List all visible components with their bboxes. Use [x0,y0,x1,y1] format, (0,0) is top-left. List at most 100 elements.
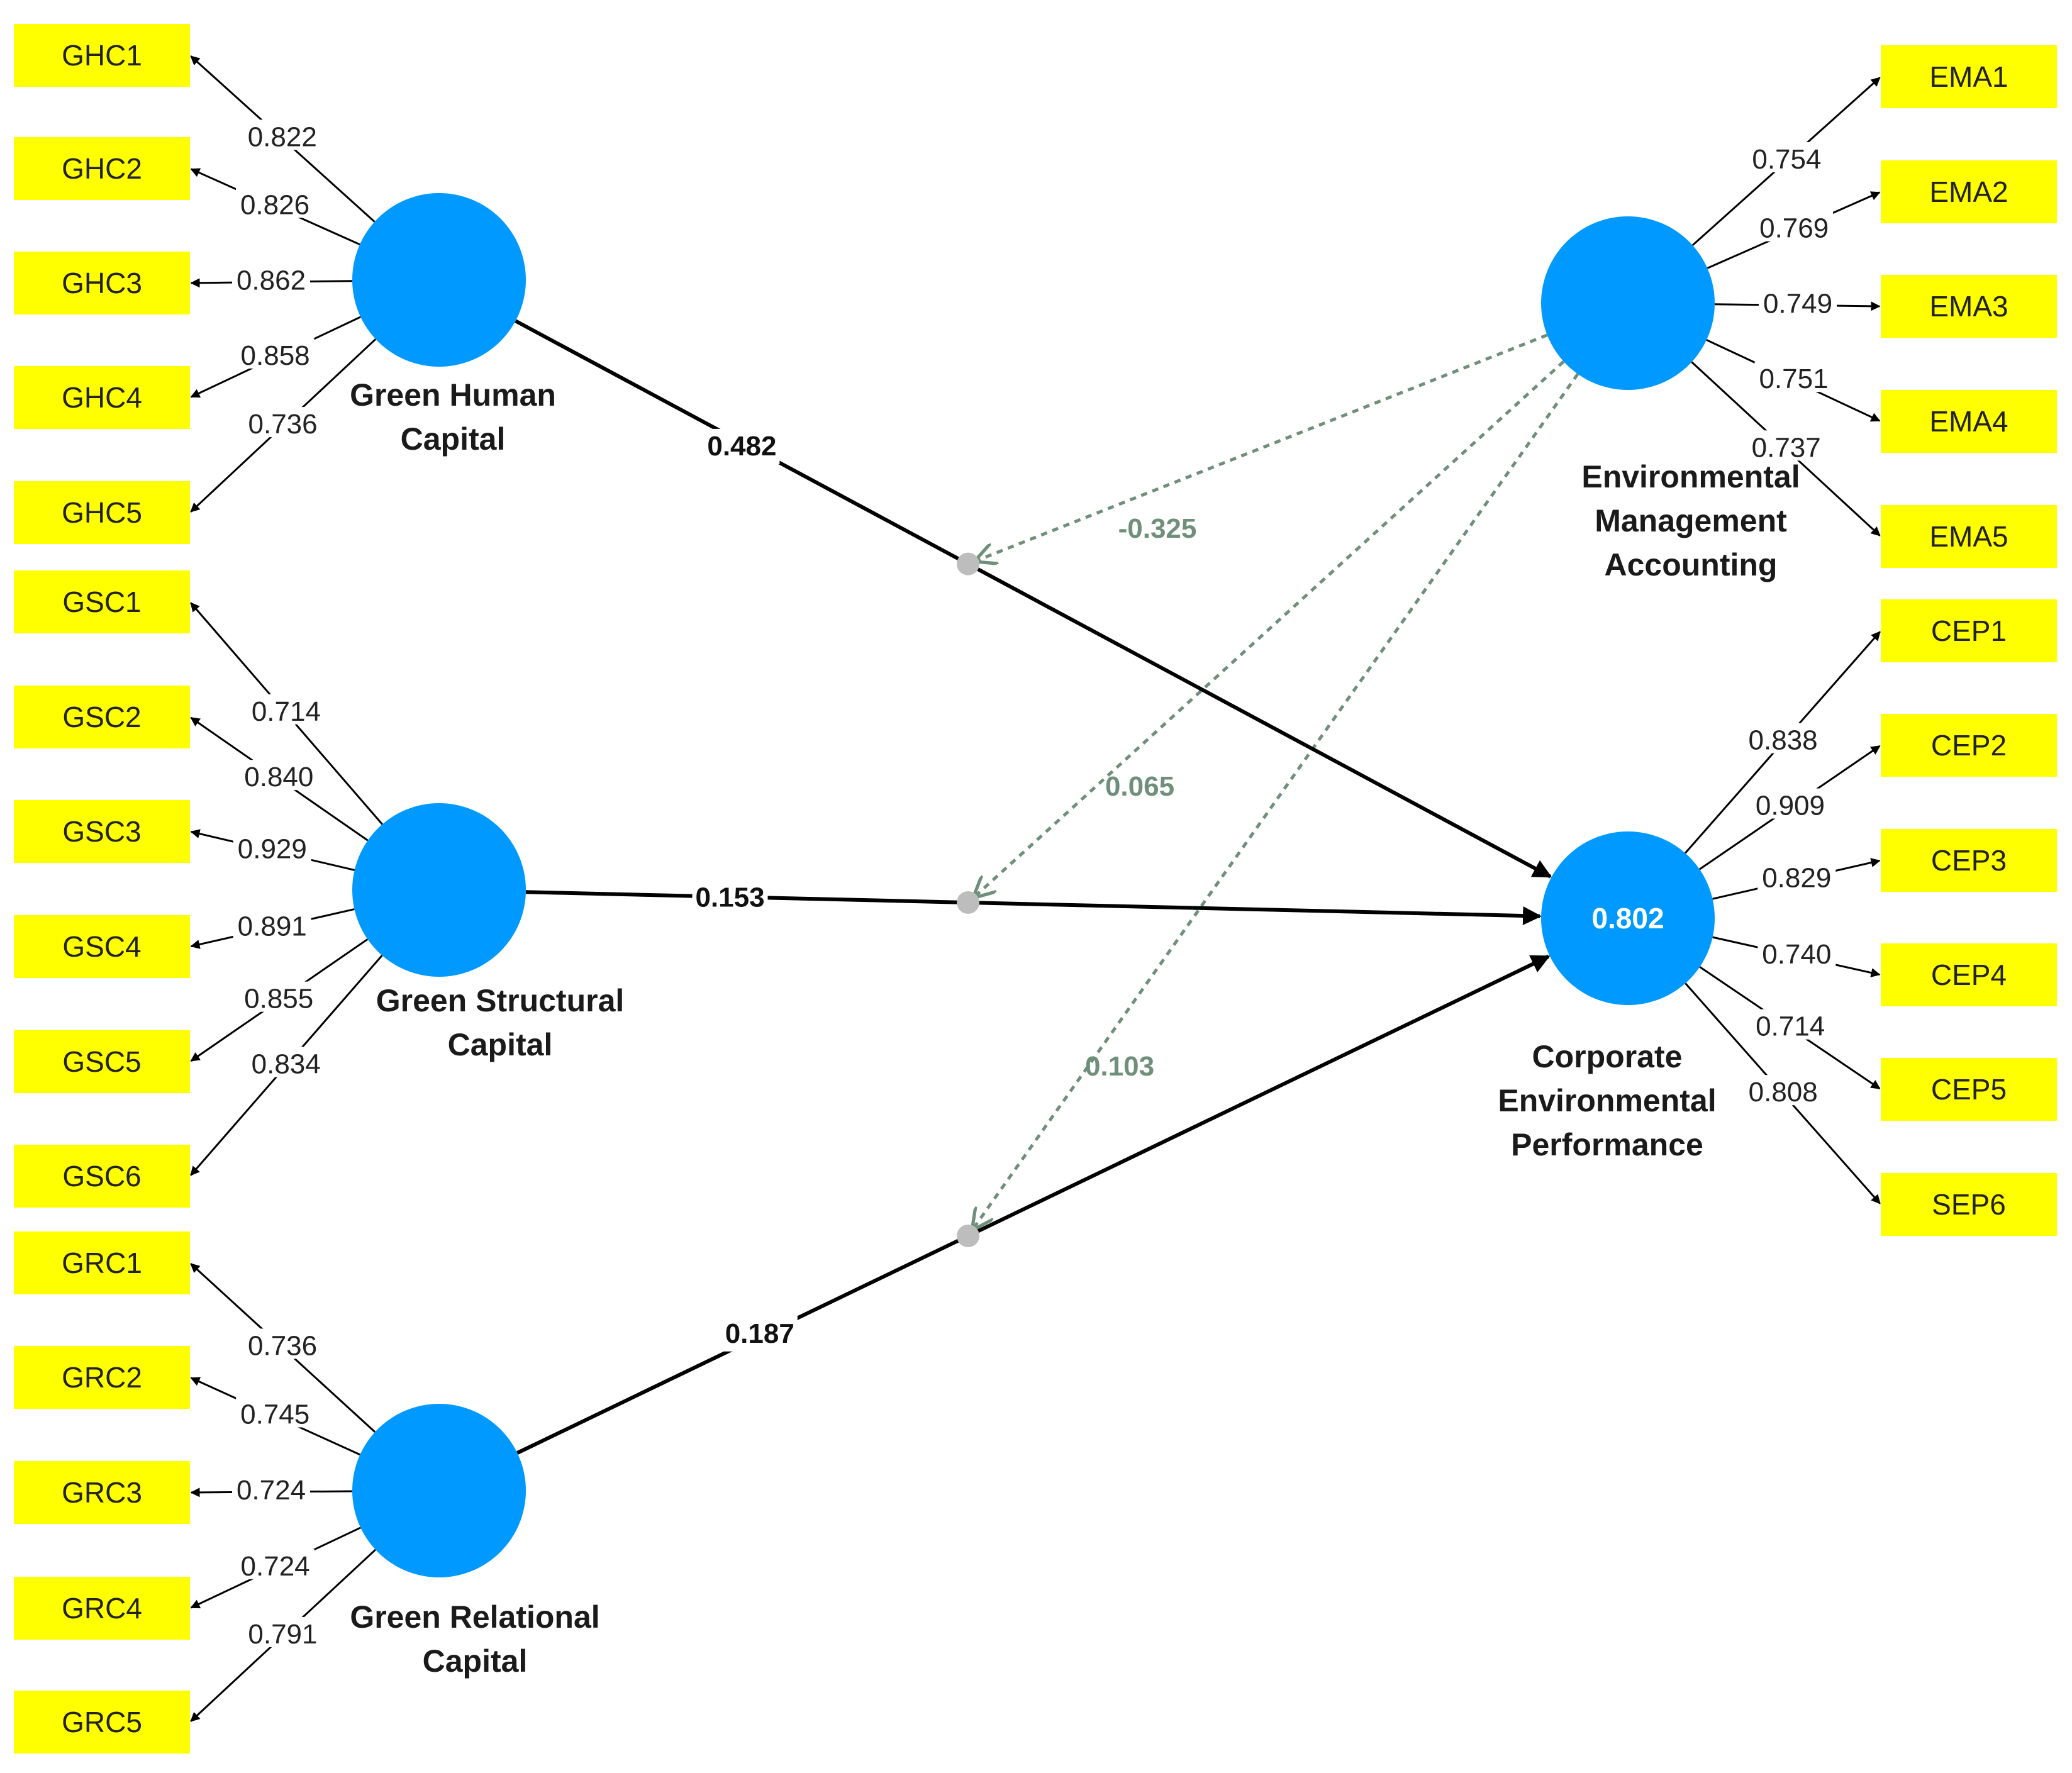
construct-name-ghc: Capital [401,421,506,457]
loading-label-bg [243,119,321,150]
indicator-box-ghc5 [14,481,190,544]
loading-label-bg [232,1473,311,1504]
indicator-label: GHC1 [62,39,142,72]
indicator-label: CEP2 [1931,729,2007,762]
indicator-label: SEP6 [1932,1188,2006,1221]
structural-paths-layer [515,319,1552,1455]
construct-name-gsc: Green Structural [376,983,625,1018]
loading-value: 0.736 [248,1330,317,1361]
loading-value: 0.736 [248,409,318,440]
construct-name-grc: Green Relational [350,1599,599,1635]
loading-value: 0.740 [1762,939,1831,970]
loading-label-bg [243,1328,322,1359]
indicator-box-ema4 [1881,390,2057,453]
indicator-label: EMA5 [1929,520,2008,553]
moderation-ema-on-ghc [976,333,1548,561]
indicator-label: GSC6 [62,1160,141,1192]
construct-name-gsc: Capital [448,1027,553,1062]
construct-name-ema: Environmental [1581,459,1800,494]
indicator-box-ema2 [1881,160,2057,223]
loading-label-bg [1757,937,1836,968]
indicator-box-grc5 [14,1691,190,1754]
loading-value: 0.855 [244,984,313,1014]
loading-value: 0.714 [252,696,321,727]
loading-label-bg [236,338,315,369]
indicator-box-cep2 [1881,714,2057,777]
loading-label-bg [233,909,311,940]
loading-value: 0.862 [237,265,306,296]
loading-label-bg [1747,142,1826,172]
construct-cep [1541,831,1715,1005]
loading-value: 0.826 [240,189,309,220]
path-gsc-cep [525,890,1542,926]
indicator-box-gsc6 [14,1145,190,1208]
construct-name-cep: Environmental [1498,1083,1716,1118]
indicator-box-grc2 [14,1346,190,1409]
indicator-box-gsc5 [14,1030,190,1093]
loading-label-bg [247,694,325,725]
moderation-ema-on-gsc [974,360,1565,897]
labels-layer: 0.4820.1530.187-0.3250.0650.103GHC10.822… [62,39,2008,1738]
indicator-box-gsc4 [14,915,190,978]
loading-value: 0.751 [1759,364,1828,394]
loading-value: 0.822 [248,121,317,152]
loading-value: 0.749 [1763,288,1832,319]
indicator-box-ema3 [1881,275,2057,338]
loading-label-bg [1757,860,1836,891]
moderation-ema-on-grc [973,373,1579,1229]
indicator-label: GRC3 [62,1476,142,1509]
construct-name-ghc: Green Human [350,377,556,413]
indicator-label: EMA1 [1929,60,2008,93]
construct-name-grc: Capital [423,1643,528,1679]
indicator-box-cep4 [1881,943,2057,1006]
loading-value: 0.929 [238,834,307,865]
indicator-label: GSC1 [62,586,141,618]
loading-value: 0.838 [1749,725,1818,756]
loading-value: 0.714 [1756,1011,1825,1042]
indicator-label: GHC2 [62,152,142,185]
indicator-box-grc1 [14,1231,190,1294]
loading-label-bg [233,831,311,862]
loading-label-bg [1751,1009,1830,1040]
indicator-label: GHC4 [62,381,142,414]
loading-label-bg [1744,1075,1822,1106]
construct-ema [1541,216,1715,390]
loading-value: 0.769 [1759,213,1829,244]
loading-label-bg [243,407,322,438]
indicator-label: GRC5 [62,1706,142,1738]
indicator-label: EMA2 [1929,175,2008,208]
indicator-label: CEP1 [1931,614,2007,647]
indicator-label: CEP4 [1931,959,2007,991]
moderation-dot-ghc [957,552,980,575]
path-coefficient-bg [704,428,780,464]
loading-label-bg [240,760,318,791]
moderation-dot-gsc [957,891,980,914]
indicator-box-cep3 [1881,829,2057,892]
indicator-box-ema1 [1881,45,2057,108]
loading-value: 0.840 [244,762,313,792]
loading-label-bg [1755,211,1834,242]
indicator-label: CEP3 [1931,844,2007,877]
construct-name-ema: Accounting [1605,547,1778,582]
indicator-box-ghc4 [14,366,190,429]
loading-value: 0.829 [1762,863,1831,894]
indicator-box-grc3 [14,1461,190,1524]
indicator-label: GSC2 [62,701,141,733]
loading-label-bg [236,1397,315,1428]
construct-name-cep: Corporate [1532,1039,1683,1074]
loading-value: 0.808 [1749,1077,1818,1108]
indicator-label: EMA3 [1929,290,2008,323]
construct-name-cep: Performance [1511,1127,1703,1162]
loading-value: 0.737 [1752,432,1821,463]
moderation-coefficient-ghc: -0.325 [1118,513,1197,544]
loading-value: 0.745 [240,1399,309,1430]
path-grc-cep [516,955,1551,1455]
loading-value: 0.724 [237,1475,306,1506]
path-coefficient-bg [721,1316,798,1352]
indicator-box-sep6 [1881,1173,2057,1236]
r-squared-value: 0.802 [1591,902,1664,935]
loading-label-bg [1751,788,1829,819]
nodes-layer [14,24,2057,1754]
